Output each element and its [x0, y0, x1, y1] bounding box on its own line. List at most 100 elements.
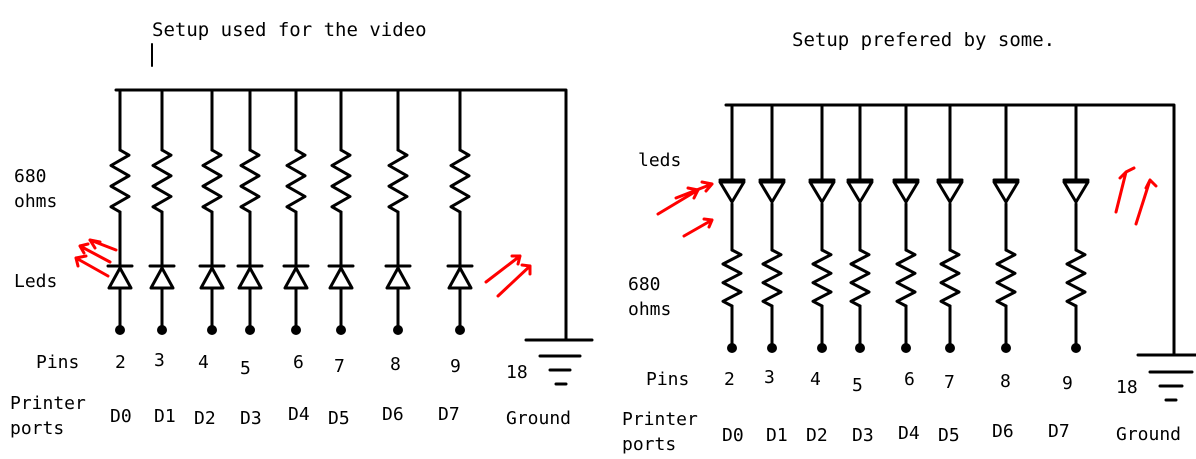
left-ground-label: Ground	[506, 408, 571, 429]
right-pin-dot	[817, 343, 827, 353]
right-pin-dot	[1001, 343, 1011, 353]
right-resistor	[995, 248, 1017, 308]
left-port-label: D2	[194, 408, 216, 429]
right-port-label: D0	[722, 425, 744, 446]
left-resistor	[285, 148, 307, 214]
right-pin-dot	[1071, 343, 1081, 353]
right-channel-D0	[718, 103, 746, 353]
right-ground-pin: 18	[1116, 377, 1138, 398]
left-pin-dot	[245, 325, 255, 335]
right-pin-number: 7	[944, 372, 955, 393]
left-ground-symbol	[524, 338, 594, 386]
left-pin-dot	[455, 325, 465, 335]
right-resistor	[721, 248, 743, 308]
left-port-label: D0	[110, 406, 132, 427]
right-port-labels: D0 D1 D2 D3 D4 D5 D6 D7	[722, 421, 1070, 446]
right-channel-D2	[808, 103, 836, 353]
left-pin-number: 9	[450, 356, 461, 377]
left-resistor	[387, 148, 409, 214]
left-pins-label: Pins	[36, 352, 79, 373]
left-port-label: D4	[288, 404, 310, 425]
left-channel-D1	[148, 88, 176, 335]
left-channel-D3	[236, 88, 264, 335]
right-port-label: D4	[898, 423, 920, 444]
left-resistor	[151, 148, 173, 214]
left-led-label: Leds	[14, 271, 57, 292]
right-port-label: D2	[806, 425, 828, 446]
right-pin-number: 8	[1000, 371, 1011, 392]
right-pin-dot	[901, 343, 911, 353]
left-channels	[106, 88, 474, 335]
right-resistor-value: 680	[628, 274, 661, 295]
left-resistor	[239, 148, 261, 214]
right-pin-dot	[727, 343, 737, 353]
right-led	[718, 178, 746, 204]
left-pin-dot	[336, 325, 346, 335]
right-title: Setup prefered by some.	[792, 29, 1055, 51]
left-pin-number: 2	[115, 352, 126, 373]
left-channel-D7	[446, 88, 474, 335]
left-port-label: D3	[240, 408, 262, 429]
right-led	[846, 178, 874, 204]
left-pin-number: 4	[198, 352, 209, 373]
right-pin-number: 5	[852, 375, 863, 396]
left-pin-dot	[157, 325, 167, 335]
left-port-label: D5	[328, 408, 350, 429]
right-light-arrows-a	[656, 180, 714, 238]
left-resistor-value: 680	[14, 166, 47, 187]
left-pin-number: 6	[293, 352, 304, 373]
left-resistor	[449, 148, 471, 214]
left-pin-number: 3	[154, 350, 165, 371]
left-light-arrows-a	[74, 238, 118, 278]
left-ground-pin: 18	[506, 362, 528, 383]
right-resistor	[939, 248, 961, 308]
left-led	[282, 264, 310, 290]
left-pin-number: 8	[390, 354, 401, 375]
left-pin-dot	[291, 325, 301, 335]
right-port-label: D3	[852, 425, 874, 446]
right-channel-D7	[1062, 103, 1090, 353]
left-title: Setup used for the video	[152, 19, 427, 41]
right-channels	[718, 103, 1090, 353]
right-led	[992, 178, 1020, 204]
right-port-label: D7	[1048, 421, 1070, 442]
right-ground-symbol	[1136, 353, 1196, 402]
left-light-arrows-b	[484, 254, 532, 298]
right-led	[892, 178, 920, 204]
left-pin-number: 7	[334, 356, 345, 377]
right-channel-D6	[992, 103, 1020, 353]
right-resistor	[761, 248, 783, 308]
right-led	[1062, 178, 1090, 204]
left-channel-D6	[384, 88, 412, 335]
left-port-label: D7	[438, 404, 460, 425]
right-ports-label: ports	[622, 434, 676, 454]
left-port-label: D6	[382, 404, 404, 425]
right-ground-label: Ground	[1116, 424, 1181, 445]
left-resistor	[201, 148, 223, 214]
right-pin-number: 9	[1062, 373, 1073, 394]
left-led	[198, 264, 226, 290]
right-port-label: D1	[766, 425, 788, 446]
right-port-label: D6	[992, 421, 1014, 442]
left-channel-D0	[106, 88, 134, 335]
right-light-arrows-b	[1114, 166, 1158, 226]
right-resistor	[811, 248, 833, 308]
right-port-label: D5	[938, 425, 960, 446]
left-led	[106, 264, 134, 290]
left-resistor-unit: ohms	[14, 191, 57, 212]
right-resistor	[895, 248, 917, 308]
left-pin-number: 5	[240, 358, 251, 379]
left-pin-dot	[207, 325, 217, 335]
left-ports-label: ports	[10, 418, 64, 439]
left-pin-dot	[393, 325, 403, 335]
right-pin-dot	[767, 343, 777, 353]
right-pin-dot	[855, 343, 865, 353]
left-common-bus	[114, 88, 568, 342]
left-led	[446, 264, 474, 290]
right-led	[936, 178, 964, 204]
right-pin-number: 6	[904, 369, 915, 390]
right-channel-D5	[936, 103, 964, 353]
